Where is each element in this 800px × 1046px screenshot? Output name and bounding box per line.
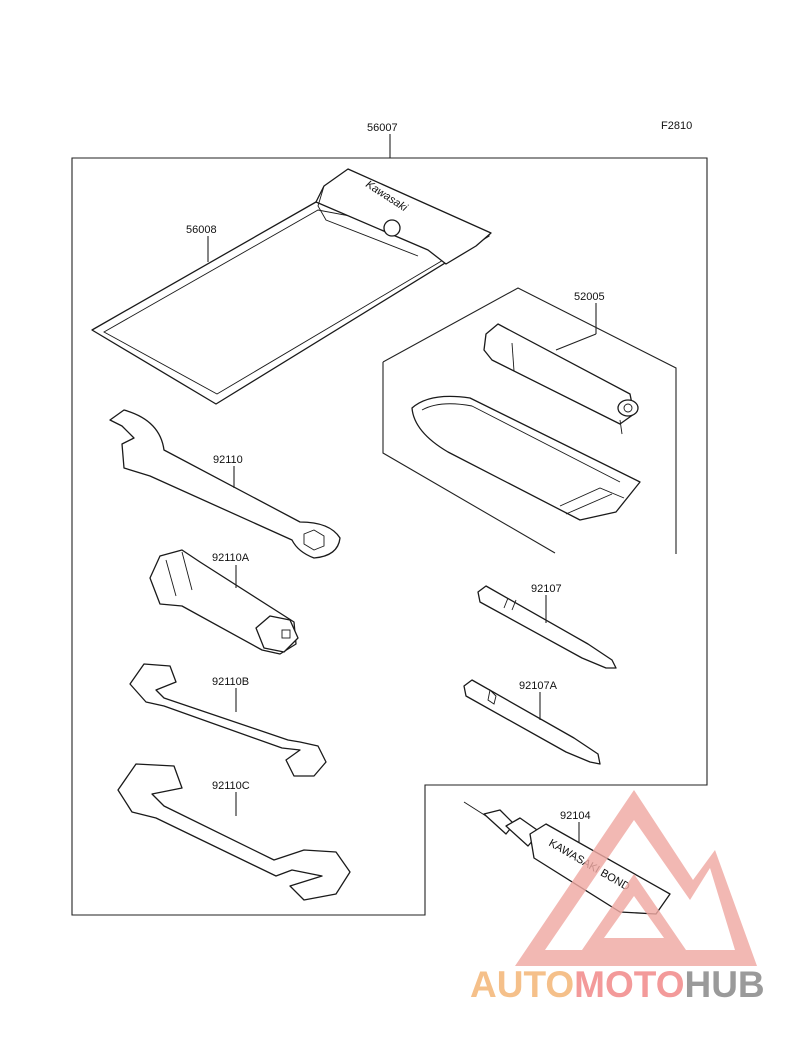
part-label-56008[interactable]: 56008 <box>186 224 217 236</box>
watermark-triangle-icon <box>515 790 757 966</box>
watermark-text: AUTOMOTOHUB <box>470 964 765 1005</box>
part-label-92110b[interactable]: 92110B <box>212 676 249 688</box>
leader-52005-tail <box>555 333 597 351</box>
part-label-52005[interactable]: 52005 <box>574 291 605 303</box>
part-label-92110c[interactable]: 92110C <box>212 780 250 792</box>
spark-plug-wrench-drawing <box>149 549 299 655</box>
large-wrench-drawing <box>117 763 351 901</box>
part-label-92107[interactable]: 92107 <box>531 583 562 595</box>
figure-code: F2810 <box>661 120 692 132</box>
screwdriver-2-drawing <box>463 679 601 765</box>
watermark-inner-triangle-icon <box>582 874 686 950</box>
part-label-92110[interactable]: 92110 <box>213 454 243 466</box>
screwdriver-1-drawing <box>477 585 617 669</box>
part-label-92110a[interactable]: 92110A <box>212 552 250 564</box>
watermark-part-1: AUTO <box>470 964 574 1005</box>
part-label-92104[interactable]: 92104 <box>560 810 591 822</box>
watermark-part-2: MOTO <box>574 964 684 1005</box>
tool-bag-drawing: Kawasaki <box>91 168 492 405</box>
tool-kit-frame <box>71 157 708 916</box>
small-wrench-drawing <box>129 663 327 777</box>
repair-pouch-drawing <box>411 395 641 521</box>
watermark-logo <box>515 790 757 966</box>
part-label-92107a[interactable]: 92107A <box>519 680 558 692</box>
watermark-part-3: HUB <box>684 964 764 1005</box>
repair-kit-bracket <box>382 287 677 554</box>
hook-wrench-drawing <box>109 409 341 559</box>
repair-tool-drawing <box>483 323 639 435</box>
repair-kit-bracket-left <box>382 362 556 554</box>
part-label-56007[interactable]: 56007 <box>367 122 398 134</box>
